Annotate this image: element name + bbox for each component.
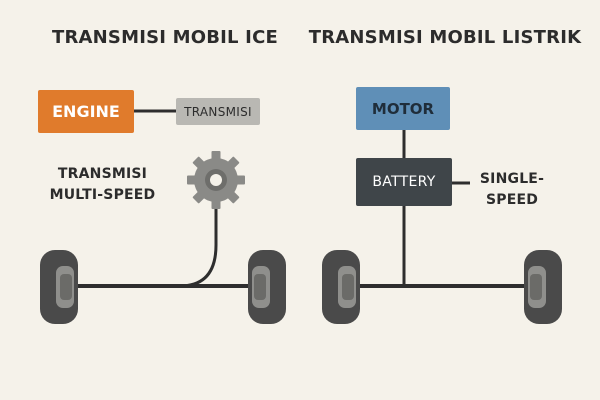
ev-transmission-type-label: SINGLE- SPEED: [472, 169, 552, 211]
ice-left-wheel: [40, 250, 78, 324]
ev-right-wheel: [524, 250, 562, 324]
motor-box: MOTOR: [356, 87, 450, 130]
transmission-box: TRANSMISI: [176, 98, 260, 125]
battery-box: BATTERY: [356, 158, 452, 206]
ev-left-wheel: [322, 250, 360, 324]
ev-transmission-type-line2: SPEED: [485, 192, 539, 208]
ice-title: TRANSMISI MOBIL ICE: [51, 27, 278, 48]
ice-transmission-type-label: TRANSMISI MULTI-SPEED: [40, 164, 165, 206]
ice-drive-shaft: [179, 207, 218, 288]
ice-transmission-type-line1: TRANSMISI: [57, 166, 148, 182]
ev-transmission-type-line1: SINGLE-: [479, 171, 545, 187]
ev-title: TRANSMISI MOBIL LISTRIK: [308, 27, 582, 48]
ice-right-wheel: [248, 250, 286, 324]
ice-transmission-type-line2: MULTI-SPEED: [49, 187, 156, 203]
engine-box: ENGINE: [38, 90, 134, 133]
gear-icon: [187, 151, 245, 209]
